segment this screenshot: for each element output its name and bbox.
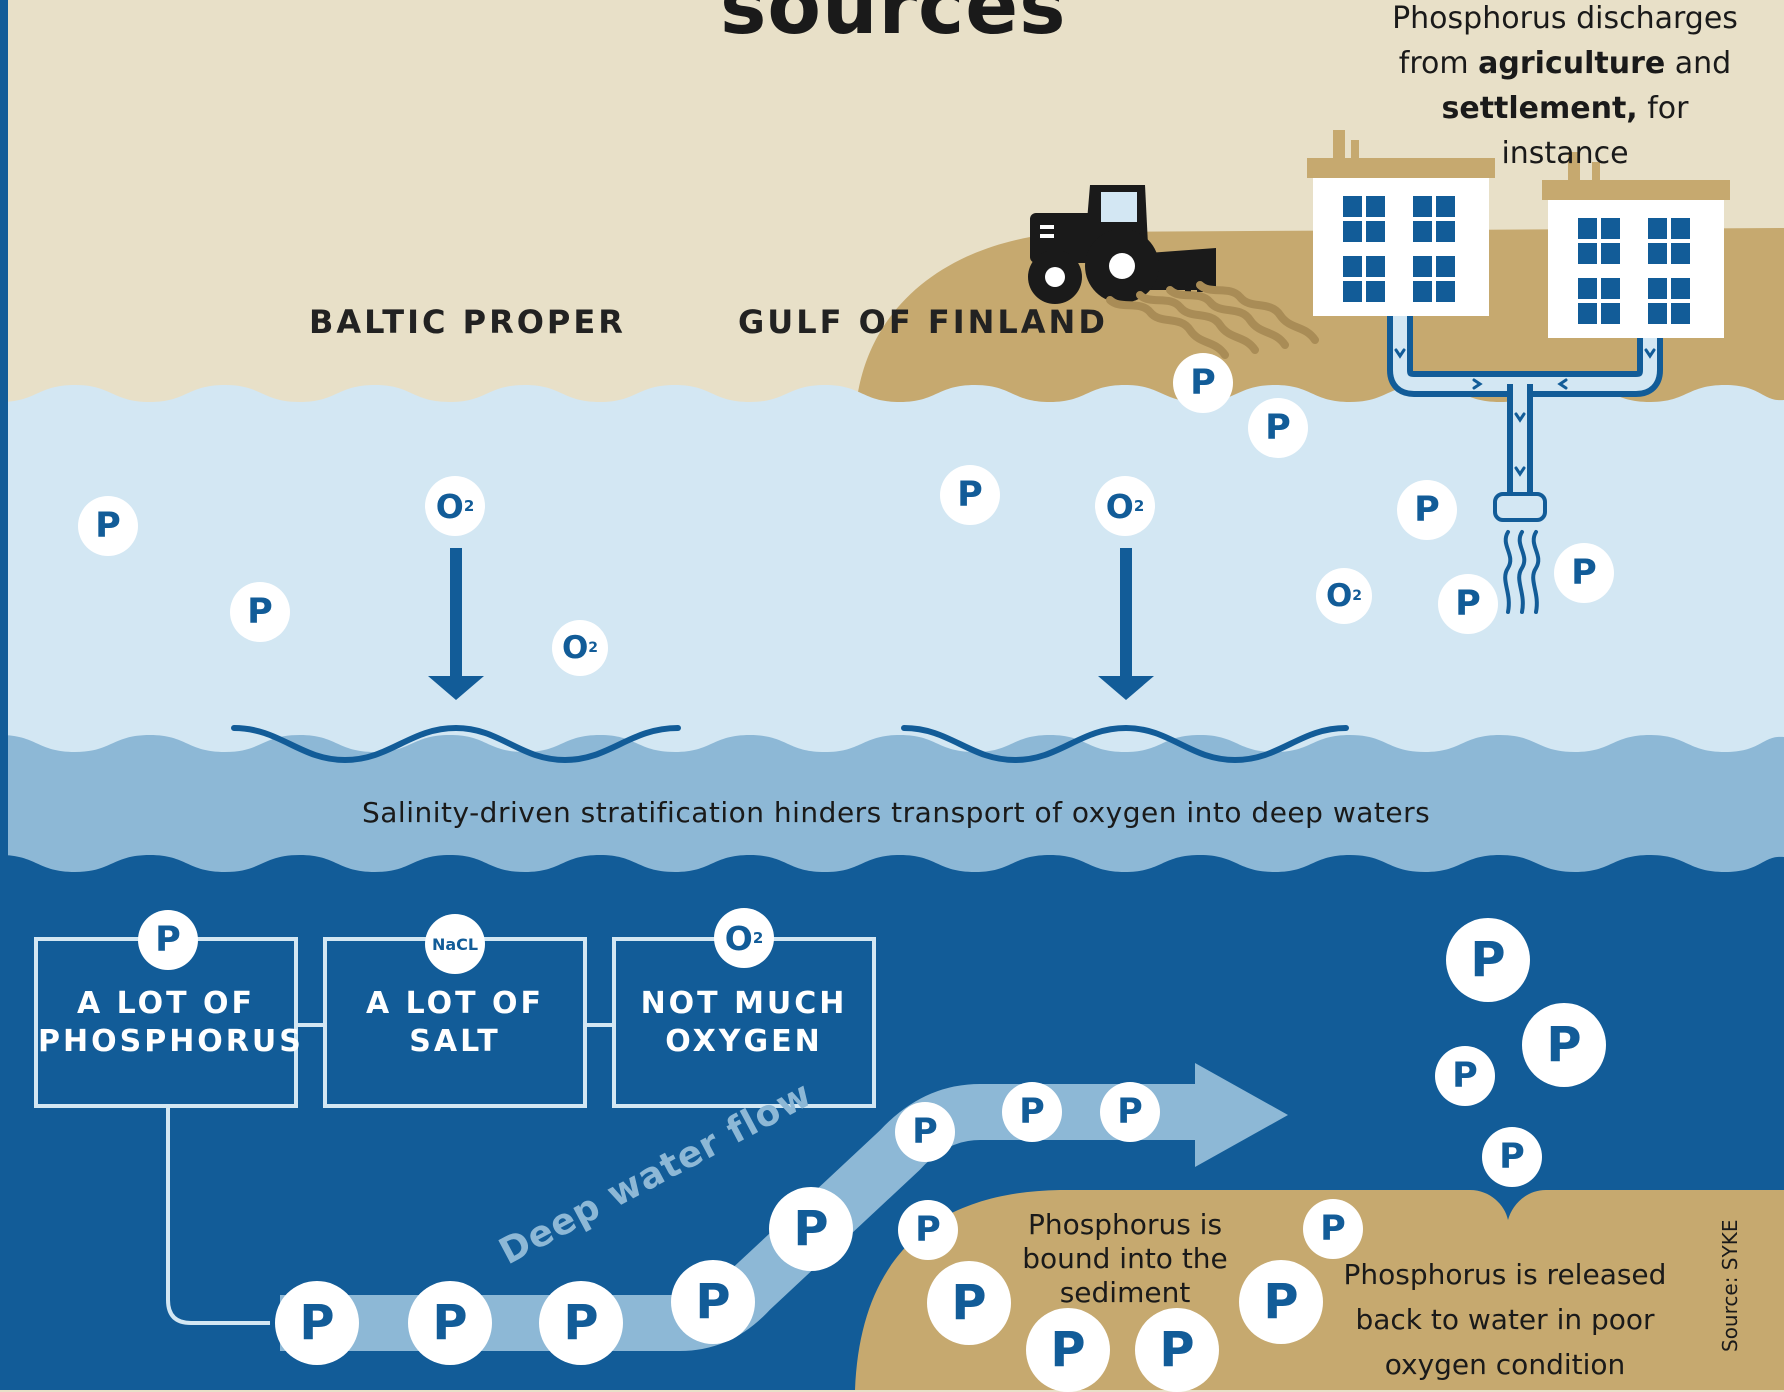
phosphorus-badge: P — [1446, 918, 1530, 1002]
phosphorus-badge: P — [230, 582, 290, 642]
phosphorus-badge: P — [1135, 1308, 1219, 1392]
phosphorus-badge: P — [940, 465, 1000, 525]
halocline-barrier — [231, 724, 681, 764]
sediment-released-text: Phosphorus is released back to water in … — [1343, 1258, 1667, 1381]
box-line: PHOSPHORUS — [38, 1024, 304, 1059]
phosphorus-badge: P — [1435, 1046, 1495, 1106]
oxygen-arrow-icon — [428, 548, 484, 700]
phosphorus-badge: P — [1002, 1082, 1062, 1142]
page-title: sources — [720, 0, 1067, 52]
phosphorus-badge: P — [898, 1200, 958, 1260]
phosphorus-badge: P — [1438, 574, 1498, 634]
phosphorus-badge: P — [1173, 353, 1233, 413]
discharge-caption-line1: Phosphorus discharges — [1392, 1, 1738, 36]
caption-text: for instance — [1501, 91, 1689, 171]
halocline-layer — [0, 735, 1784, 880]
tractor-icon — [1028, 185, 1216, 304]
label-baltic-proper: BALTIC PROPER — [309, 303, 626, 341]
phosphorus-badge: P — [671, 1260, 755, 1344]
discharge-caption-line3: settlement, for instance — [1380, 86, 1750, 176]
box-line: OXYGEN — [665, 1024, 823, 1059]
box-badge-phosphorus: P — [138, 910, 198, 970]
building-icon — [1542, 152, 1730, 338]
phosphorus-badge: P — [927, 1261, 1011, 1345]
phosphorus-badge: P — [1303, 1199, 1363, 1259]
furrow-lines — [1106, 281, 1319, 359]
phosphorus-badge: P — [408, 1281, 492, 1365]
source-credit: Source: SYKE — [1718, 1219, 1742, 1352]
phosphorus-badge: P — [895, 1102, 955, 1162]
sewer-pipe-icon — [1387, 316, 1663, 614]
caption-text: and — [1665, 46, 1732, 81]
phosphorus-badge: P — [1554, 543, 1614, 603]
building-icon — [1307, 130, 1495, 316]
phosphorus-badge: P — [1239, 1260, 1323, 1344]
stratification-text: Salinity-driven stratification hinders t… — [362, 796, 1431, 829]
phosphorus-badge: P — [1482, 1127, 1542, 1187]
sediment-bound-text: Phosphorus is bound into the sediment — [1022, 1208, 1228, 1309]
box-line: NOT MUCH — [640, 986, 848, 1021]
halocline-barrier — [901, 724, 1349, 764]
caption-bold-settlement: settlement, — [1441, 91, 1638, 126]
phosphorus-badge: P — [78, 496, 138, 556]
box-line: SALT — [409, 1024, 501, 1059]
phosphorus-badge: P — [1522, 1003, 1606, 1087]
deep-water-flow-arrowhead — [1195, 1063, 1288, 1167]
label-gulf-of-finland: GULF OF FINLAND — [738, 303, 1108, 341]
oxygen-arrow-icon — [1098, 548, 1154, 700]
box-line: A LOT OF — [76, 986, 256, 1021]
phosphorus-badge: P — [1248, 398, 1308, 458]
caption-text: from — [1398, 46, 1479, 81]
phosphorus-badge: P — [275, 1281, 359, 1365]
left-border — [0, 0, 8, 1390]
phosphorus-badge: P — [1100, 1082, 1160, 1142]
box-badge-salt: NaCL — [425, 914, 485, 974]
phosphorus-badge: P — [769, 1187, 853, 1271]
phosphorus-badge: P — [1397, 480, 1457, 540]
caption-bold-agriculture: agriculture — [1478, 46, 1666, 81]
box-line: A LOT OF — [365, 986, 545, 1021]
phosphorus-badge: P — [539, 1281, 623, 1365]
phosphorus-badge: P — [1026, 1308, 1110, 1392]
box-connectors — [166, 1023, 614, 1325]
discharge-caption: Phosphorus discharges from agriculture a… — [1380, 0, 1750, 176]
discharge-caption-line2: from agriculture and — [1380, 41, 1750, 86]
